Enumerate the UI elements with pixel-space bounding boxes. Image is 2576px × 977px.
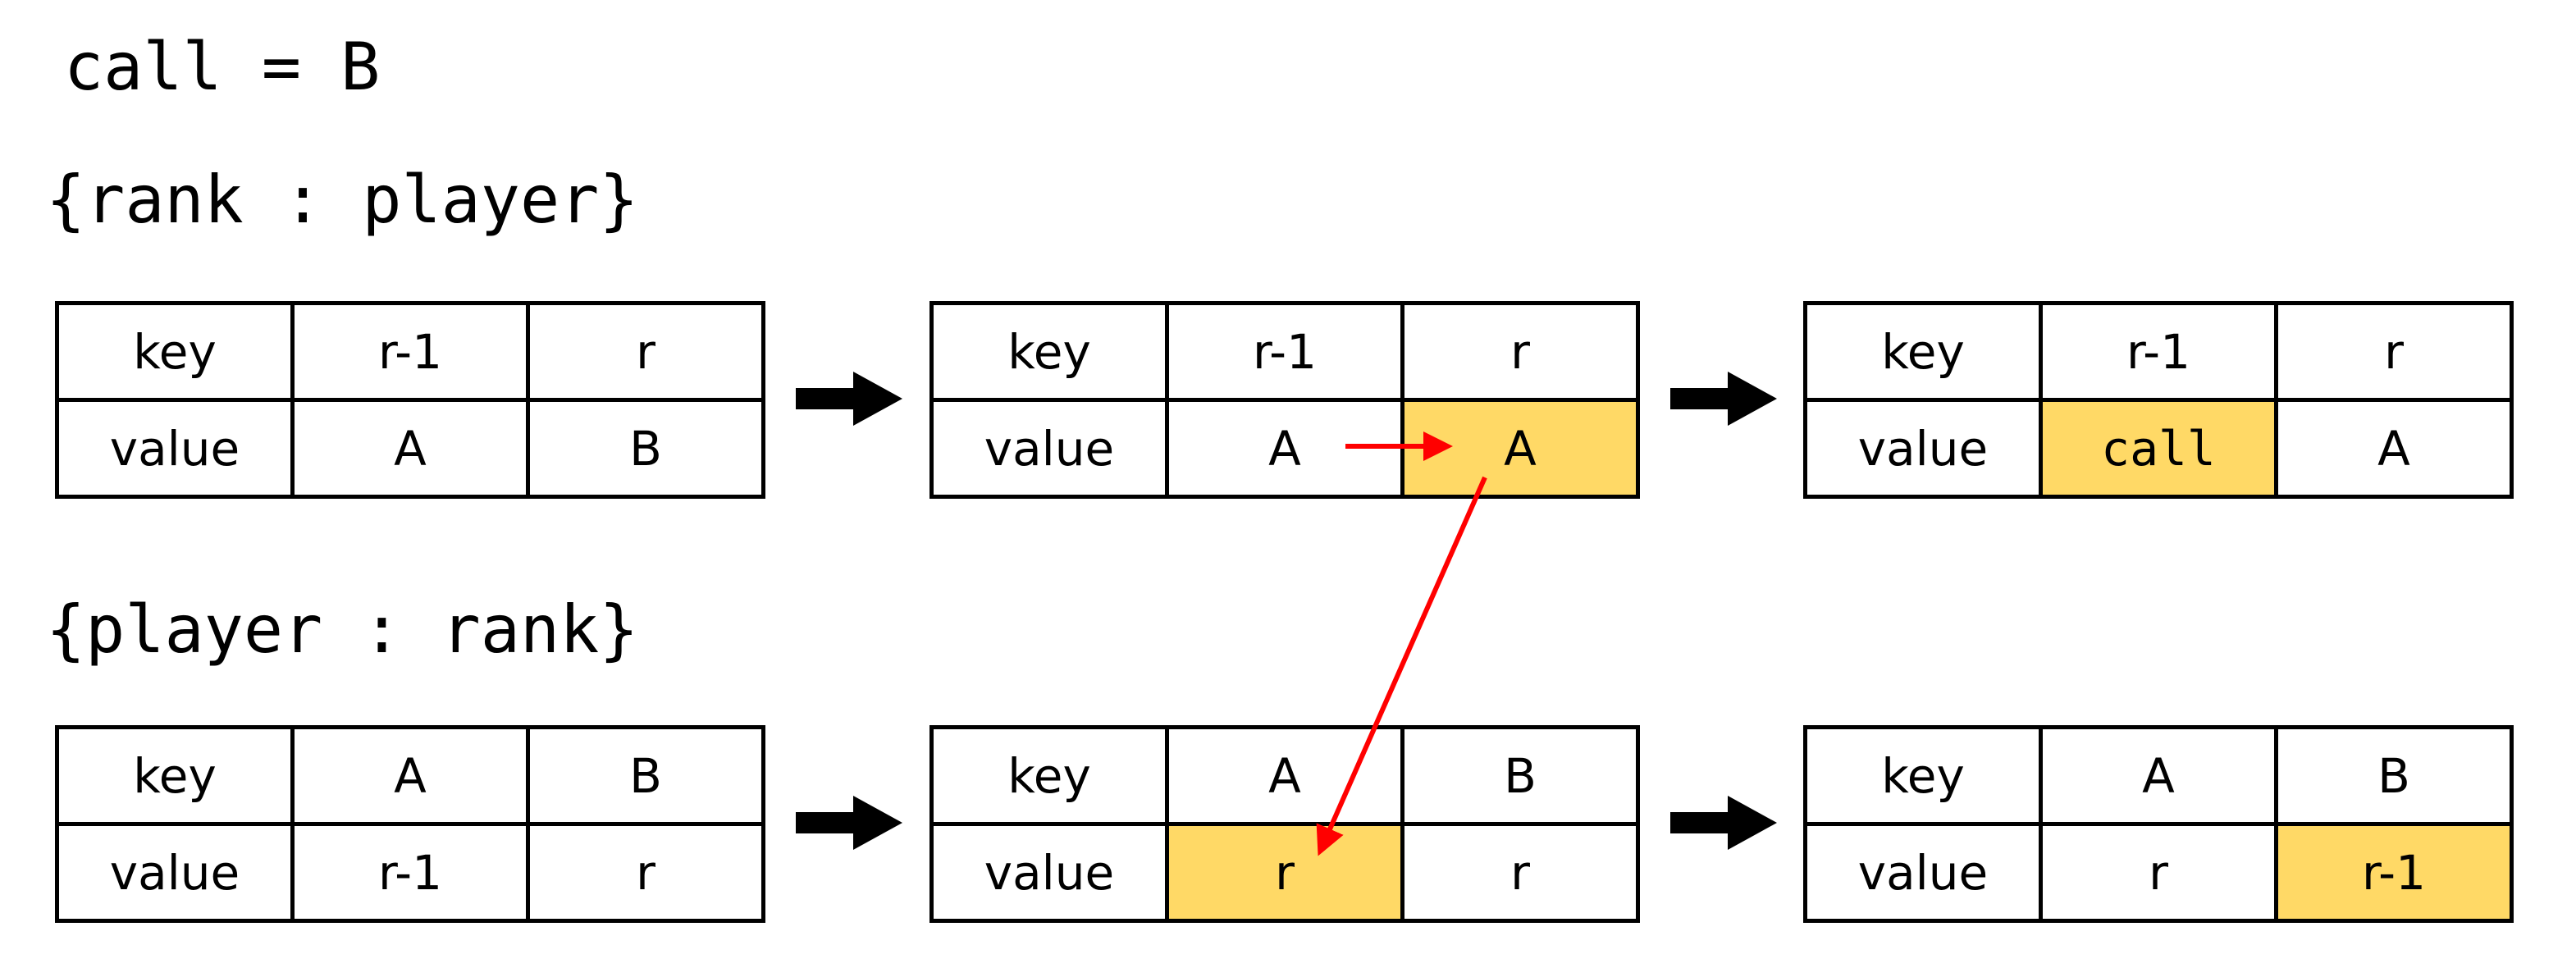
key-cell: B: [526, 725, 765, 826]
value-cell: r: [1400, 822, 1640, 923]
key-cell: r: [1400, 301, 1640, 402]
value-label: value: [55, 398, 295, 499]
call-assignment: call = B: [64, 29, 381, 105]
key-cell: r-1: [290, 301, 530, 402]
key-cell: A: [1165, 725, 1404, 826]
key-cell: B: [1400, 725, 1640, 826]
value-cell: A: [2274, 398, 2514, 499]
key-label: key: [1803, 725, 2043, 826]
value-label: value: [55, 822, 295, 923]
player-rank-table-step-3: key A B value r r-1: [1803, 725, 2514, 923]
key-cell: A: [2039, 725, 2278, 826]
right-arrow-icon: [796, 796, 902, 850]
value-cell: A: [1165, 398, 1404, 499]
value-cell-highlighted: r-1: [2274, 822, 2514, 923]
key-label: key: [55, 725, 295, 826]
value-cell-highlighted: call: [2039, 398, 2278, 499]
value-cell: r-1: [290, 822, 530, 923]
key-label: key: [55, 301, 295, 402]
value-cell: B: [526, 398, 765, 499]
value-label: value: [929, 822, 1169, 923]
key-cell: r-1: [2039, 301, 2278, 402]
value-cell: A: [290, 398, 530, 499]
right-arrow-icon: [796, 372, 902, 426]
value-cell: r: [526, 822, 765, 923]
right-arrow-icon: [1670, 796, 1777, 850]
value-cell-highlighted: r: [1165, 822, 1404, 923]
rank-player-table-step-2: key r-1 r value A A: [929, 301, 1640, 499]
key-label: key: [929, 301, 1169, 402]
value-label: value: [1803, 822, 2043, 923]
key-cell: r: [526, 301, 765, 402]
player-rank-table-step-2: key A B value r r: [929, 725, 1640, 923]
rank-player-table-step-3: key r-1 r value call A: [1803, 301, 2514, 499]
right-arrow-icon: [1670, 372, 1777, 426]
key-cell: A: [290, 725, 530, 826]
value-cell-highlighted: A: [1400, 398, 1640, 499]
key-cell: r-1: [1165, 301, 1404, 402]
value-cell: r: [2039, 822, 2278, 923]
value-label: value: [1803, 398, 2043, 499]
key-label: key: [929, 725, 1169, 826]
section-label-player-rank: {player : rank}: [46, 591, 639, 668]
section-label-rank-player: {rank : player}: [46, 162, 639, 238]
key-cell: r: [2274, 301, 2514, 402]
key-cell: B: [2274, 725, 2514, 826]
player-rank-table-step-1: key A B value r-1 r: [55, 725, 765, 923]
value-label: value: [929, 398, 1169, 499]
rank-player-table-step-1: key r-1 r value A B: [55, 301, 765, 499]
key-label: key: [1803, 301, 2043, 402]
